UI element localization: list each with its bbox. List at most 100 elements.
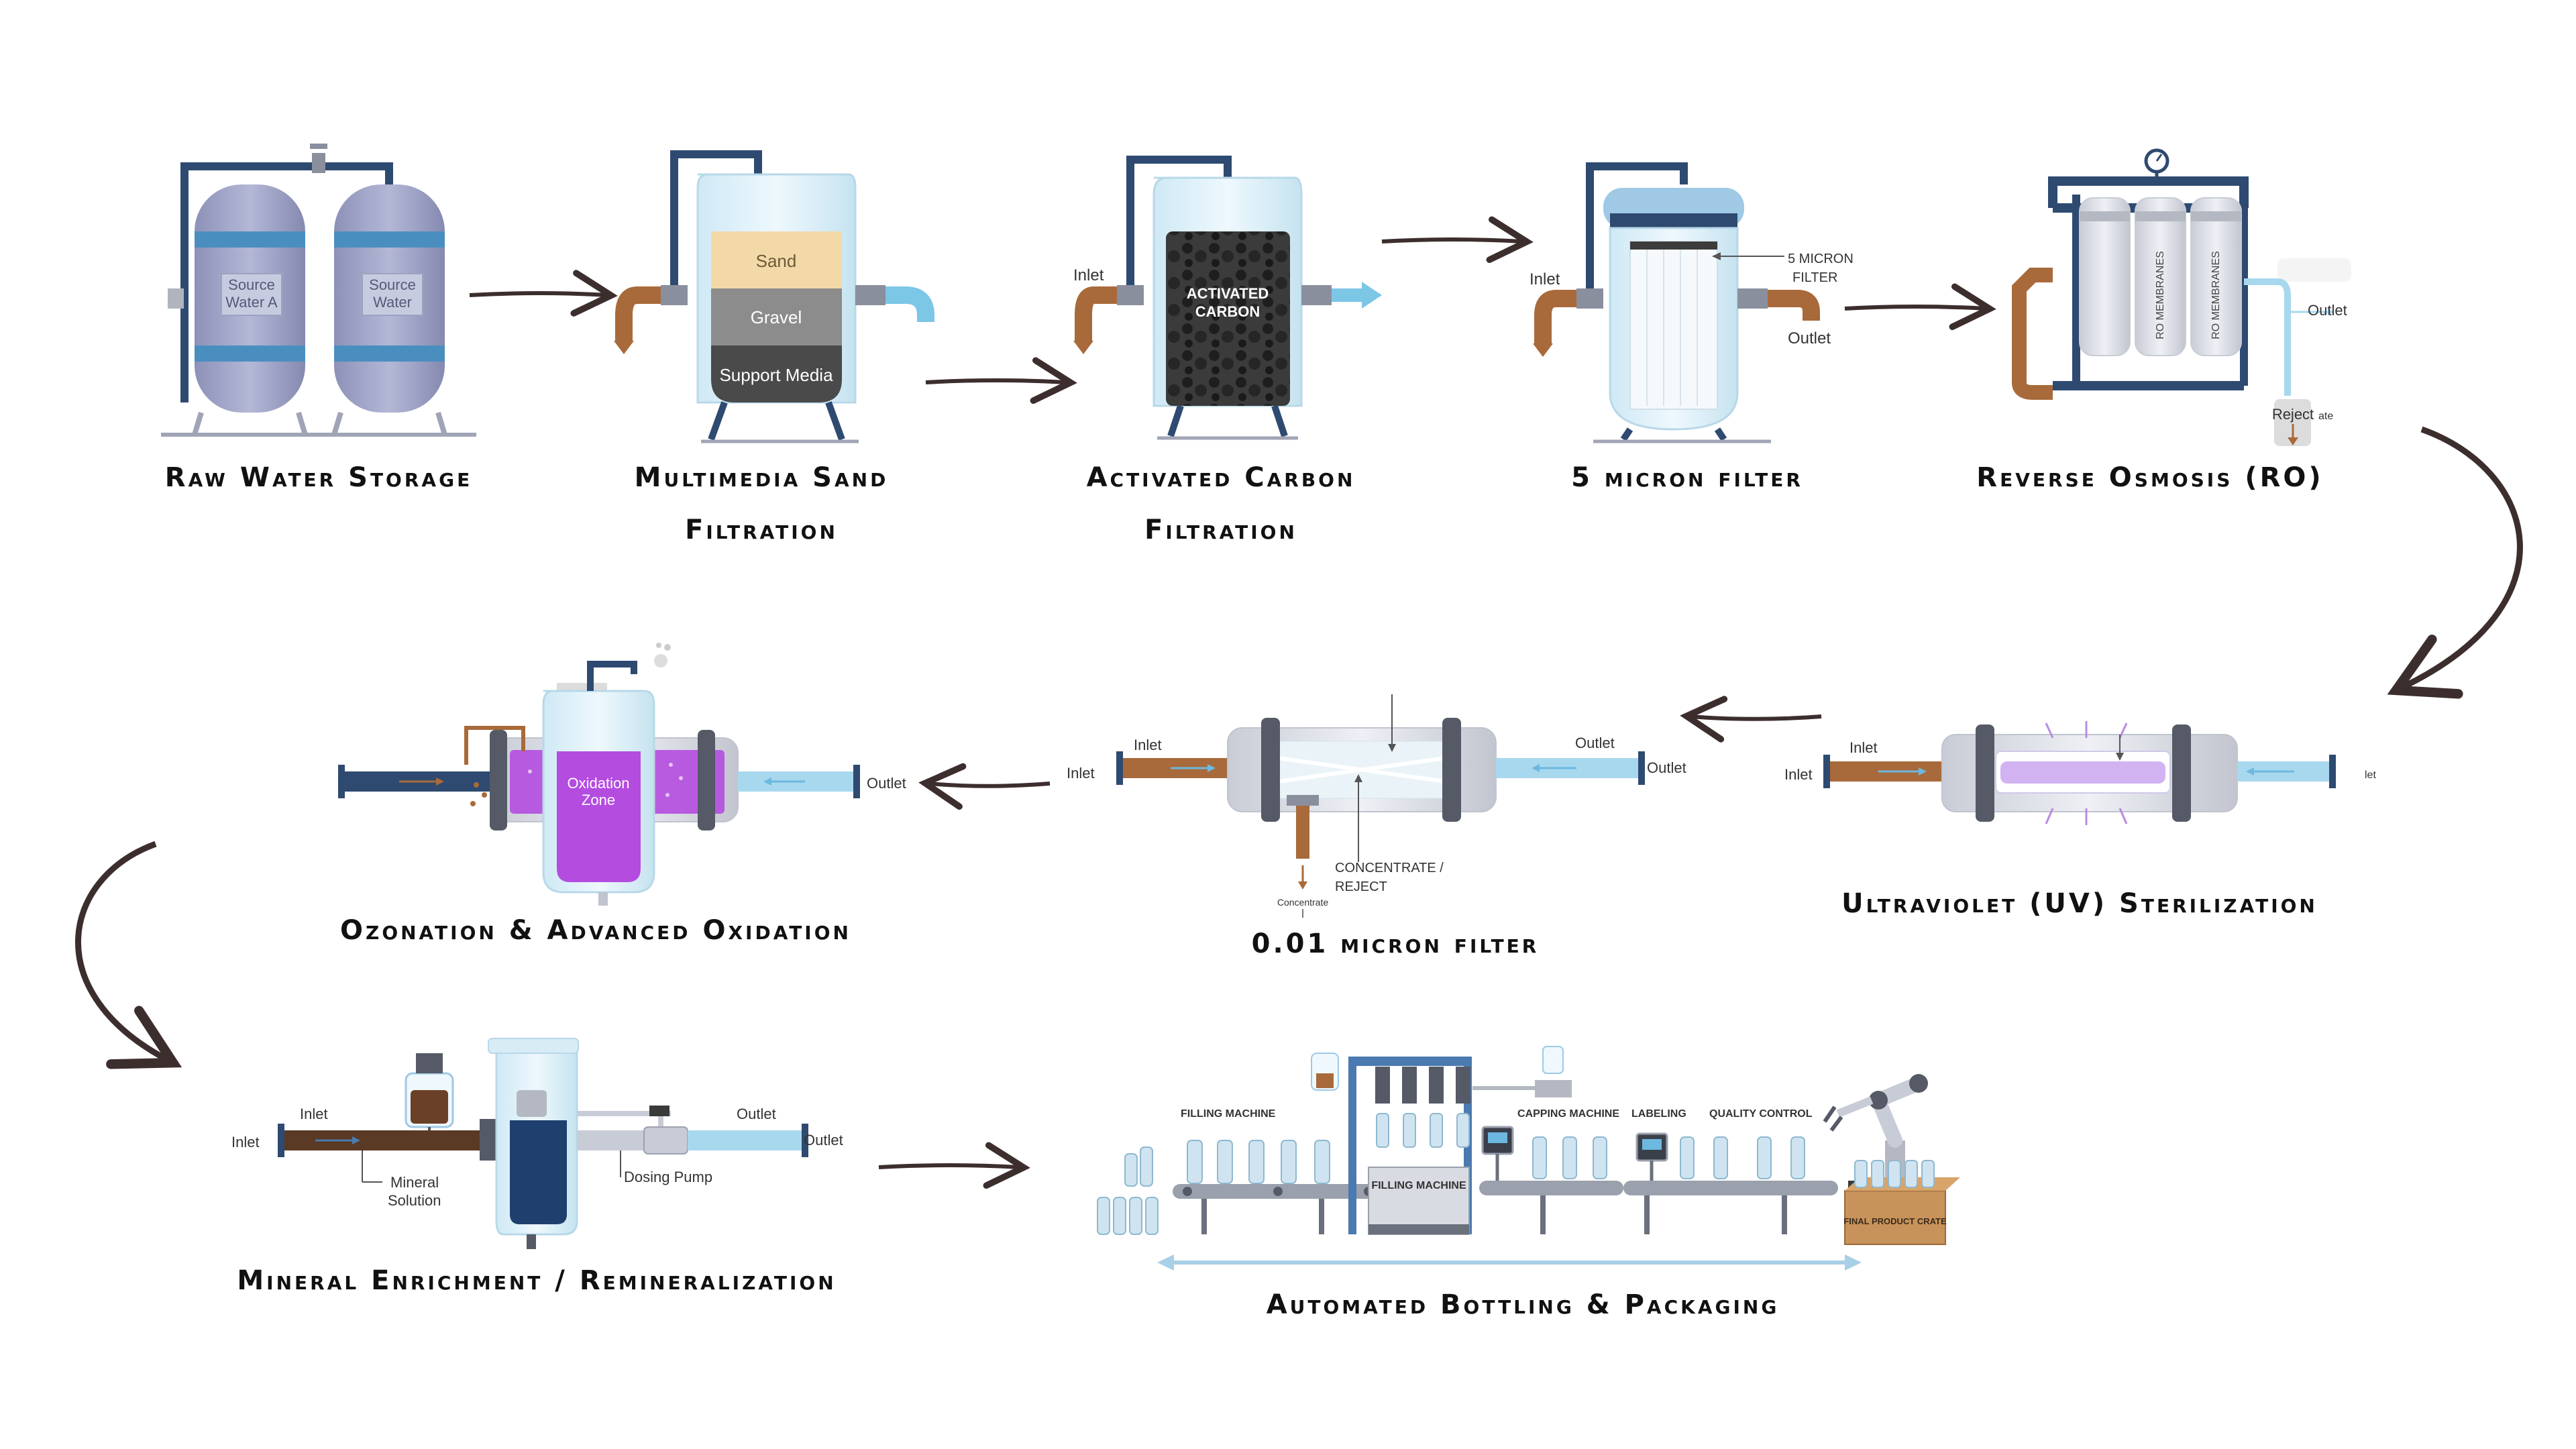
mineral-inlet-outer-label: Inlet: [231, 1134, 260, 1150]
arrow-micron001-to-ozone: [918, 763, 1051, 810]
micron5-outlet-label: Outlet: [1788, 329, 1831, 347]
ro-outlet-label: Outlet: [2308, 302, 2347, 319]
stage-title-5-micron: 5 micron filter: [1571, 462, 1803, 493]
micron5-callout-1: 5 MICRON: [1788, 252, 1854, 266]
ro-membrane-label-2: RO MEMBRANES: [2210, 251, 2222, 339]
arrow-5micron-to-ro: [1844, 283, 1996, 331]
micron001-inlet-outer-label: Inlet: [1067, 765, 1095, 782]
stage-title-sand-1: Multimedia Sand: [635, 462, 889, 493]
arrow-uv-to-micron001: [1680, 696, 1822, 743]
robotic-arm: [1868, 1076, 1926, 1148]
ro-cutoff-label: ate: [2318, 411, 2333, 422]
arrow-ozone-to-mineral: [75, 841, 182, 1069]
final-product-crate-label: FINAL PRODUCT CRATE: [1843, 1216, 1947, 1226]
micron5-inlet-label: Inlet: [1529, 270, 1560, 288]
dosing-pump: [643, 1126, 688, 1155]
mineral-solution-label-2: Solution: [388, 1192, 441, 1209]
sand-inlet-pipe: [615, 286, 671, 342]
layer-support: [711, 345, 842, 402]
carbon-media: [1166, 231, 1290, 406]
carbon-inlet-label: Inlet: [1073, 266, 1104, 284]
arrow-ro-to-uv: [2387, 426, 2523, 699]
raw-header-pipe: [180, 162, 393, 402]
tank-b-label-2: Water: [373, 294, 412, 311]
tank-b-label-1: Source: [369, 276, 416, 293]
raw-valve-handle: [310, 144, 327, 149]
stage-reverse-osmosis: RO MEMBRANES RO MEMBRANES Outlet Reject …: [1976, 148, 2351, 493]
stage-ozonation: Oxidation Zone Outlet Ozonation & Advanc…: [338, 643, 906, 946]
micron5-cartridge: [1629, 241, 1718, 410]
ro-vessel-2: [2135, 197, 2186, 356]
stage-title-carbon-2: Filtration: [1144, 515, 1297, 545]
layer-support-label: Support Media: [719, 365, 833, 385]
micron001-inlet-inner-label: Inlet: [1134, 737, 1162, 753]
mineral-inlet-inner-label: Inlet: [300, 1106, 328, 1122]
stage-title-ro: Reverse Osmosis (RO): [1976, 462, 2323, 493]
mineral-solution-label-1: Mineral: [390, 1174, 439, 1191]
micron5-callout-2: FILTER: [1792, 270, 1837, 285]
stage-001-micron-filter: Inlet Inlet Outlet Outlet CONCENTRATE / …: [1067, 694, 1686, 959]
final-product-crate: [1844, 1190, 1946, 1245]
stage-title-uv: Ultraviolet (UV) Sterilization: [1841, 888, 2318, 919]
stage-raw-water-storage: Source Water A Source Water Raw Water St…: [161, 144, 476, 493]
stage-title-carbon-1: Activated Carbon: [1087, 462, 1356, 493]
bottling-bottle-group-filling: [1187, 1140, 1330, 1184]
stage-automated-bottling: FILLING MACHINE FILLING MACHINE CAPPING …: [1097, 1046, 1960, 1320]
flow-arrows: [75, 216, 2523, 1189]
capping-machine-label: CAPPING MACHINE: [1517, 1108, 1619, 1120]
mineral-enriched-water: [510, 1120, 567, 1224]
filling-machine-body: [1368, 1167, 1470, 1235]
stage-title-sand-2: Filtration: [685, 515, 838, 545]
sand-top-pipe: [670, 150, 762, 295]
stage-title-raw-water: Raw Water Storage: [165, 462, 472, 493]
filling-machine-label: FILLING MACHINE: [1181, 1108, 1276, 1120]
raw-side-valve-icon: [168, 288, 184, 309]
dosing-pump-label: Dosing Pump: [624, 1169, 712, 1185]
micron001-reject-label-2: REJECT: [1335, 879, 1387, 894]
ro-vessel-3: [2190, 197, 2242, 356]
uv-inlet-inner-label: Inlet: [1849, 739, 1878, 756]
sand-outlet-pipe: [885, 286, 934, 322]
carbon-media-label-2: CARBON: [1195, 303, 1260, 320]
conveyor-3: [1623, 1181, 1838, 1195]
quality-control-label: QUALITY CONTROL: [1709, 1108, 1813, 1120]
ozone-zone-label-1: Oxidation: [568, 775, 630, 792]
micron001-outlet-blue-label: Outlet: [1647, 759, 1686, 776]
ozone-oxidation-zone: [557, 751, 641, 882]
arrow-sand-to-carbon: [925, 357, 1077, 405]
arrow-raw-to-sand: [469, 270, 618, 317]
ro-reject-label: Reject: [2272, 406, 2314, 423]
tank-a-label-1: Source: [228, 276, 275, 293]
stage-title-001-micron: 0.01 micron filter: [1252, 928, 1540, 959]
uv-inlet-outer-label: Inlet: [1784, 766, 1813, 783]
stage-uv-sterilization: Inlet Inlet let Ultraviolet (UV) Sterili…: [1784, 721, 2376, 919]
arrow-mineral-to-bottling: [878, 1142, 1030, 1189]
ro-membrane-label-1: RO MEMBRANES: [2155, 251, 2166, 339]
micron001-outlet-dark-label: Outlet: [1575, 735, 1615, 751]
micron001-concentrate-label: Concentrate: [1277, 897, 1328, 908]
ozone-outlet-label: Outlet: [867, 775, 906, 792]
mineral-outlet-dark-label: Outlet: [737, 1106, 776, 1122]
uv-outlet-cut-label: let: [2365, 769, 2376, 781]
bottling-bottle-group-left: [1097, 1146, 1159, 1235]
ro-vessel-1: [2079, 197, 2131, 356]
stage-mineral-enrichment: Inlet Inlet Mineral Solution Dosing Pump…: [231, 1038, 843, 1296]
stage-title-ozonation: Ozonation & Advanced Oxidation: [340, 915, 851, 946]
stage-title-bottling: Automated Bottling & Packaging: [1267, 1289, 1780, 1320]
ozone-zone-label-2: Zone: [582, 792, 615, 808]
stage-5-micron-filter: Inlet 5 MICRON FILTER Outlet 5 micron fi…: [1529, 162, 1854, 493]
ro-reject-vessel: [2274, 399, 2311, 446]
micron001-reject-label-1: CONCENTRATE /: [1335, 861, 1444, 875]
stage-title-mineral: Mineral Enrichment / Remineralization: [237, 1265, 836, 1296]
mineral-outlet-blue-label: Outlet: [804, 1132, 843, 1148]
layer-sand-label: Sand: [756, 251, 797, 271]
stage-multimedia-sand: Sand Gravel Support Media Multimedia San…: [614, 150, 934, 545]
layer-sand: [711, 231, 842, 288]
raw-valve-icon: [312, 153, 325, 173]
stage-activated-carbon: Inlet ACTIVATED CARBON Activated Carbon …: [1073, 156, 1382, 545]
carbon-media-label-1: ACTIVATED: [1187, 285, 1269, 302]
conveyor-2: [1479, 1181, 1623, 1195]
layer-gravel: [711, 288, 842, 345]
layer-gravel-label: Gravel: [751, 307, 802, 327]
